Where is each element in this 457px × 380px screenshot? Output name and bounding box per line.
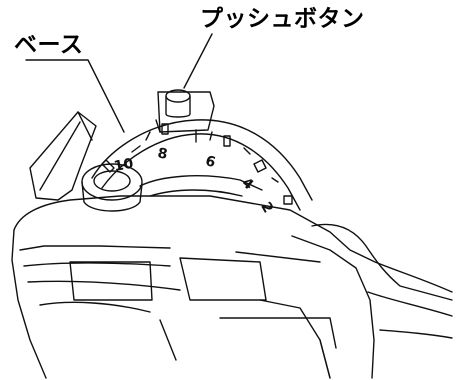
scale-number-4: 4: [239, 175, 257, 194]
push-button-label: プッシュボタン: [200, 6, 365, 32]
push-button-body: [157, 91, 215, 133]
scale-number-2: 2: [257, 200, 276, 216]
body-outline: [13, 195, 453, 293]
base-leader: [25, 59, 125, 133]
base-label: ベース: [14, 32, 84, 58]
tick-4: [253, 159, 267, 173]
scale-number-8: 8: [156, 145, 168, 162]
tick-2: [283, 195, 293, 205]
round-nozzle-inner: [93, 170, 131, 192]
tick-8: [161, 123, 169, 135]
push-button-leader: [183, 33, 213, 89]
left-guard: [29, 111, 97, 201]
tick-6: [223, 135, 231, 147]
tick-10: [101, 159, 115, 173]
scale-number-6: 6: [204, 153, 218, 171]
scale-number-10: 10: [113, 156, 135, 175]
depth-dial: [91, 119, 313, 201]
